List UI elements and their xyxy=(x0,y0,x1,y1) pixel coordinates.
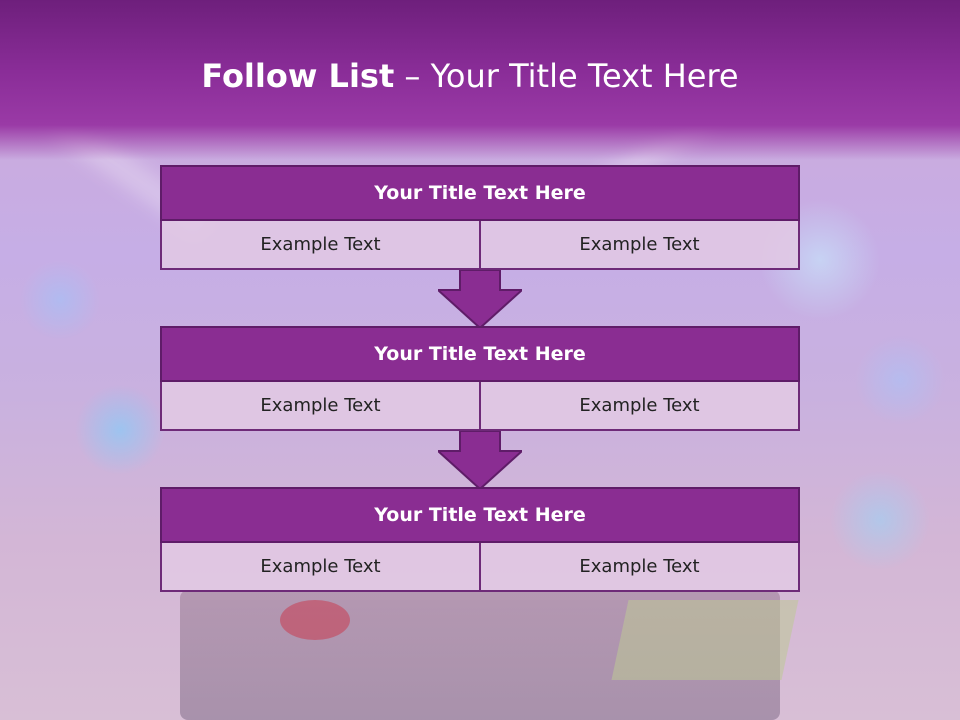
block-cell-right: Example Text xyxy=(481,221,800,270)
header-band xyxy=(0,0,960,160)
block-cell-right: Example Text xyxy=(481,382,800,431)
block-row: Example Text Example Text xyxy=(160,382,800,431)
block-title: Your Title Text Here xyxy=(160,165,800,221)
down-arrow-icon xyxy=(438,270,522,328)
block-cell-left: Example Text xyxy=(160,382,481,431)
title-rest: – Your Title Text Here xyxy=(404,57,739,95)
block-row: Example Text Example Text xyxy=(160,543,800,592)
block-cell-right: Example Text xyxy=(481,543,800,592)
block-cell-left: Example Text xyxy=(160,221,481,270)
list-block-1: Your Title Text Here Example Text Exampl… xyxy=(160,165,800,270)
block-row: Example Text Example Text xyxy=(160,221,800,270)
block-title: Your Title Text Here xyxy=(160,326,800,382)
down-arrow-icon xyxy=(438,431,522,489)
record-image xyxy=(280,600,350,640)
mixer-deck-image xyxy=(611,600,799,680)
list-block-3: Your Title Text Here Example Text Exampl… xyxy=(160,487,800,592)
block-cell-left: Example Text xyxy=(160,543,481,592)
list-block-2: Your Title Text Here Example Text Exampl… xyxy=(160,326,800,431)
page-title: Follow List – Your Title Text Here xyxy=(0,56,950,96)
title-bold: Follow List xyxy=(201,57,395,95)
block-title: Your Title Text Here xyxy=(160,487,800,543)
